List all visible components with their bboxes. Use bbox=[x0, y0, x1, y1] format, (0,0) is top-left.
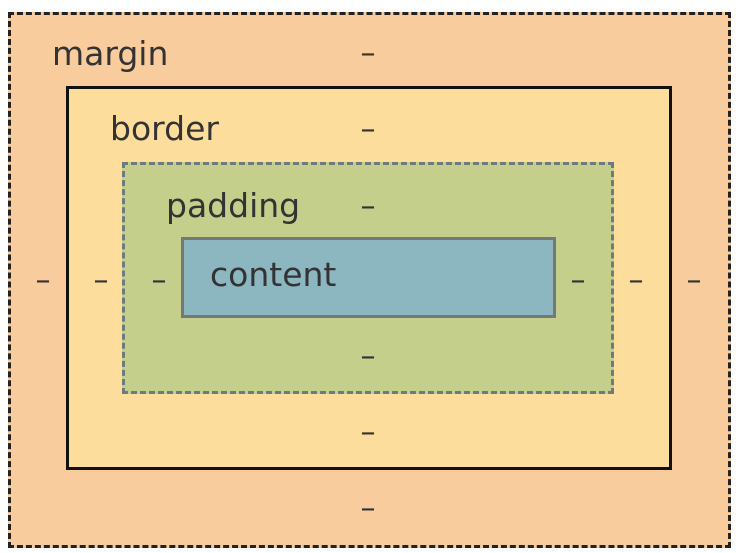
margin-label: margin bbox=[52, 34, 169, 73]
border-bottom-value[interactable]: – bbox=[360, 415, 376, 450]
content-label: content bbox=[210, 255, 337, 294]
margin-top-value[interactable]: – bbox=[360, 36, 376, 71]
padding-right-value[interactable]: – bbox=[570, 263, 586, 298]
margin-right-value[interactable]: – bbox=[686, 263, 702, 298]
border-top-value[interactable]: – bbox=[360, 112, 376, 147]
margin-left-value[interactable]: – bbox=[35, 263, 51, 298]
margin-bottom-value[interactable]: – bbox=[360, 491, 376, 526]
padding-left-value[interactable]: – bbox=[151, 263, 167, 298]
border-right-value[interactable]: – bbox=[628, 263, 644, 298]
border-label: border bbox=[110, 109, 219, 148]
padding-top-value[interactable]: – bbox=[360, 189, 376, 224]
border-left-value[interactable]: – bbox=[93, 263, 109, 298]
padding-bottom-value[interactable]: – bbox=[360, 339, 376, 374]
content-box bbox=[181, 237, 556, 318]
padding-label: padding bbox=[166, 186, 301, 225]
